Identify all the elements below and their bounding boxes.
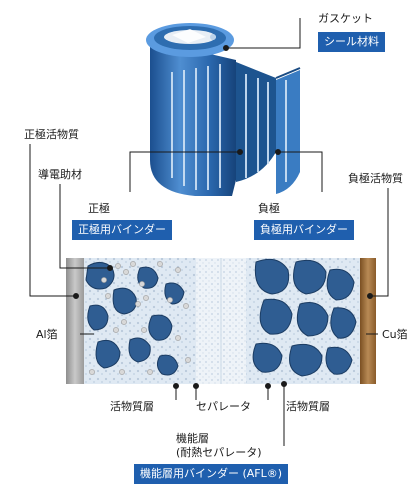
cu-foil-label: Cu箔 [382,328,408,341]
gasket-label: ガスケット [318,12,373,25]
negative-electrode-label: 負極 [258,202,280,215]
conductive-aid-label: 導電助材 [38,168,82,181]
positive-active-material-label: 正極活物質 [24,128,79,141]
positive-electrode-label: 正極 [88,202,110,215]
al-foil-label: Al箔 [36,328,58,341]
active-layer-right-label: 活物質層 [286,400,330,413]
separator-label: セパレータ [196,400,251,413]
functional-layer-label: 機能層 [176,432,209,445]
seal-material-box: シール材料 [318,32,385,52]
active-layer-left-label: 活物質層 [110,400,154,413]
heat-resistant-separator-label: (耐熱セパレータ) [176,446,262,459]
negative-active-material-label: 負極活物質 [348,172,403,185]
battery-cutaway-illustration [146,23,301,196]
leader-lines [29,18,389,446]
positive-binder-box: 正極用バインダー [72,220,172,240]
electrode-cross-section [66,258,376,384]
negative-binder-box: 負極用バインダー [254,220,354,240]
functional-binder-box: 機能層用バインダー (AFL®) [134,464,289,484]
